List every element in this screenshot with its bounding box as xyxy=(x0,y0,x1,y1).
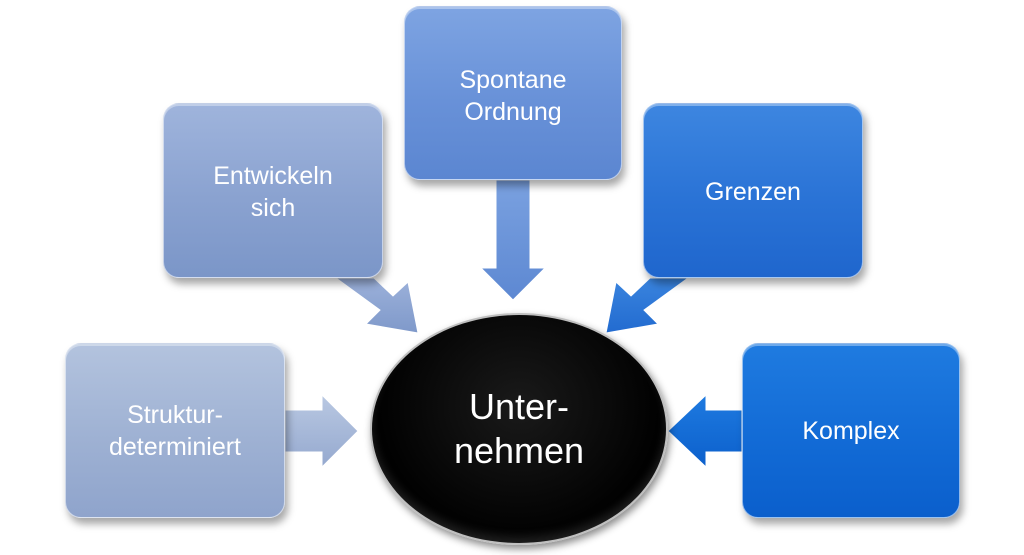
node-struktur-label: Struktur- determiniert xyxy=(109,400,241,461)
node-spontan: Spontane Ordnung xyxy=(404,6,622,180)
node-grenzen: Grenzen xyxy=(643,103,863,278)
arrow-struktur xyxy=(284,393,359,469)
node-komplex-label: Komplex xyxy=(802,416,900,445)
arrow-grenzen xyxy=(605,277,690,334)
node-entwickeln-label: Entwickeln sich xyxy=(213,162,333,222)
arrow-entwickeln xyxy=(334,277,419,334)
center-node-unternehmen: Unter- nehmen xyxy=(370,313,668,545)
node-grenzen-label: Grenzen xyxy=(705,178,801,206)
center-node-label: Unter- nehmen xyxy=(453,386,585,471)
arrow-spontan xyxy=(479,179,547,301)
node-komplex: Komplex xyxy=(742,343,960,518)
node-entwickeln: Entwickeln sich xyxy=(163,103,383,278)
node-spontan-label: Spontane Ordnung xyxy=(459,66,567,126)
arrow-komplex xyxy=(667,393,743,469)
node-struktur: Struktur- determiniert xyxy=(65,343,285,518)
